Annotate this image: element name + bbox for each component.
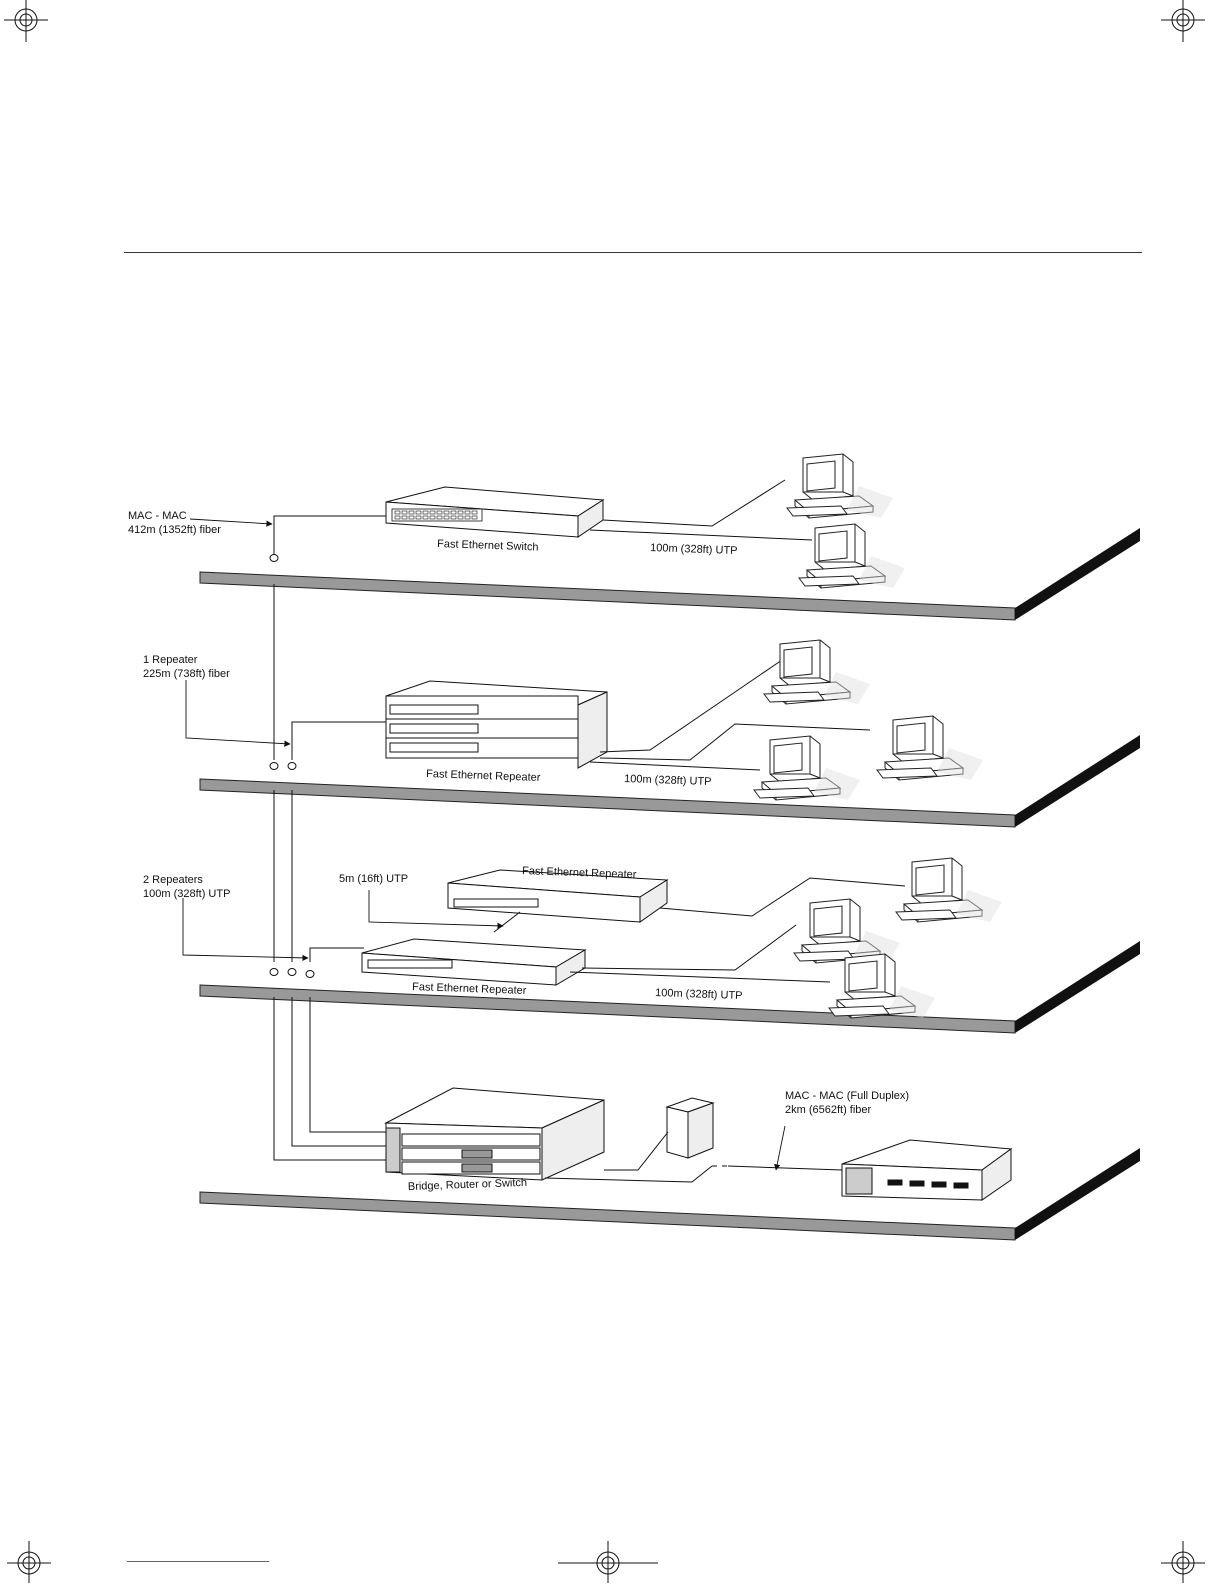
floor-3-workstation-3 xyxy=(828,953,936,1019)
fast-ethernet-repeater-upper xyxy=(447,869,669,923)
floor-2-cables xyxy=(589,659,871,771)
floor-2-slab xyxy=(199,735,1140,828)
floor-2-backbone-label-line2: 225m (738ft) fiber xyxy=(143,668,230,680)
floor-4-wan-label-line1: MAC - MAC (Full Duplex) xyxy=(785,1090,909,1102)
labels: MAC - MAC 412m (1352ft) fiber Fast Ether… xyxy=(128,510,909,1193)
fast-ethernet-repeater-lower xyxy=(361,938,587,986)
floor-4-slab xyxy=(199,1148,1140,1241)
floor-3-utp-label: 100m (328ft) UTP xyxy=(655,987,743,1002)
floor-4-wan-label-line2: 2km (6562ft) fiber xyxy=(785,1104,872,1116)
floor-3-upper-device-label: Fast Ethernet Repeater xyxy=(522,865,637,881)
floor-1-workstation-2 xyxy=(798,523,906,589)
floor-1-cables xyxy=(589,479,813,541)
bridge-router-switch xyxy=(384,1087,605,1181)
floor-3-workstation-1 xyxy=(895,857,1003,923)
floor-3-slab xyxy=(199,941,1140,1034)
floor-1-slab xyxy=(199,528,1140,621)
floor-1-utp-label: 100m (328ft) UTP xyxy=(650,542,738,557)
floor-3-workstation-2 xyxy=(793,898,901,964)
floor-1-device-label: Fast Ethernet Switch xyxy=(437,538,539,554)
floor-1-backbone-label-line1: MAC - MAC xyxy=(128,510,187,522)
fast-ethernet-switch xyxy=(385,486,605,538)
floor-2-utp-label: 100m (328ft) UTP xyxy=(624,773,712,788)
floor-2-workstation-2 xyxy=(876,715,984,781)
floor-1-backbone-label-line2: 412m (1352ft) fiber xyxy=(128,524,221,536)
floor-3-link-label: 5m (16ft) UTP xyxy=(339,873,408,885)
leader-lines xyxy=(182,518,786,1171)
floor-3-lower-device-label: Fast Ethernet Repeater xyxy=(412,981,527,997)
floor-2-workstation-1 xyxy=(763,639,871,705)
fast-ethernet-repeater-stack xyxy=(385,680,608,769)
footer-link-rule xyxy=(127,1561,269,1562)
floor-2-backbone-label-line1: 1 Repeater xyxy=(143,654,198,666)
server-tower xyxy=(665,1097,715,1159)
remote-device xyxy=(841,1139,1013,1201)
floor-2-workstation-3 xyxy=(753,735,861,801)
floor-2-device-label: Fast Ethernet Repeater xyxy=(426,768,541,784)
floor-3-cables xyxy=(493,877,906,983)
floor-4-device-label: Bridge, Router or Switch xyxy=(408,1177,528,1193)
floor-slabs xyxy=(199,528,1140,1241)
floor-1-workstation-1 xyxy=(786,453,894,519)
floor-3-backbone-label-line1: 2 Repeaters xyxy=(143,874,203,886)
header-rule xyxy=(124,252,1142,253)
floor-3-backbone-label-line2: 100m (328ft) UTP xyxy=(143,888,230,900)
registration-marks xyxy=(4,0,1205,1583)
backbone-cables xyxy=(269,515,391,1161)
floor-4-cables xyxy=(544,1131,843,1183)
